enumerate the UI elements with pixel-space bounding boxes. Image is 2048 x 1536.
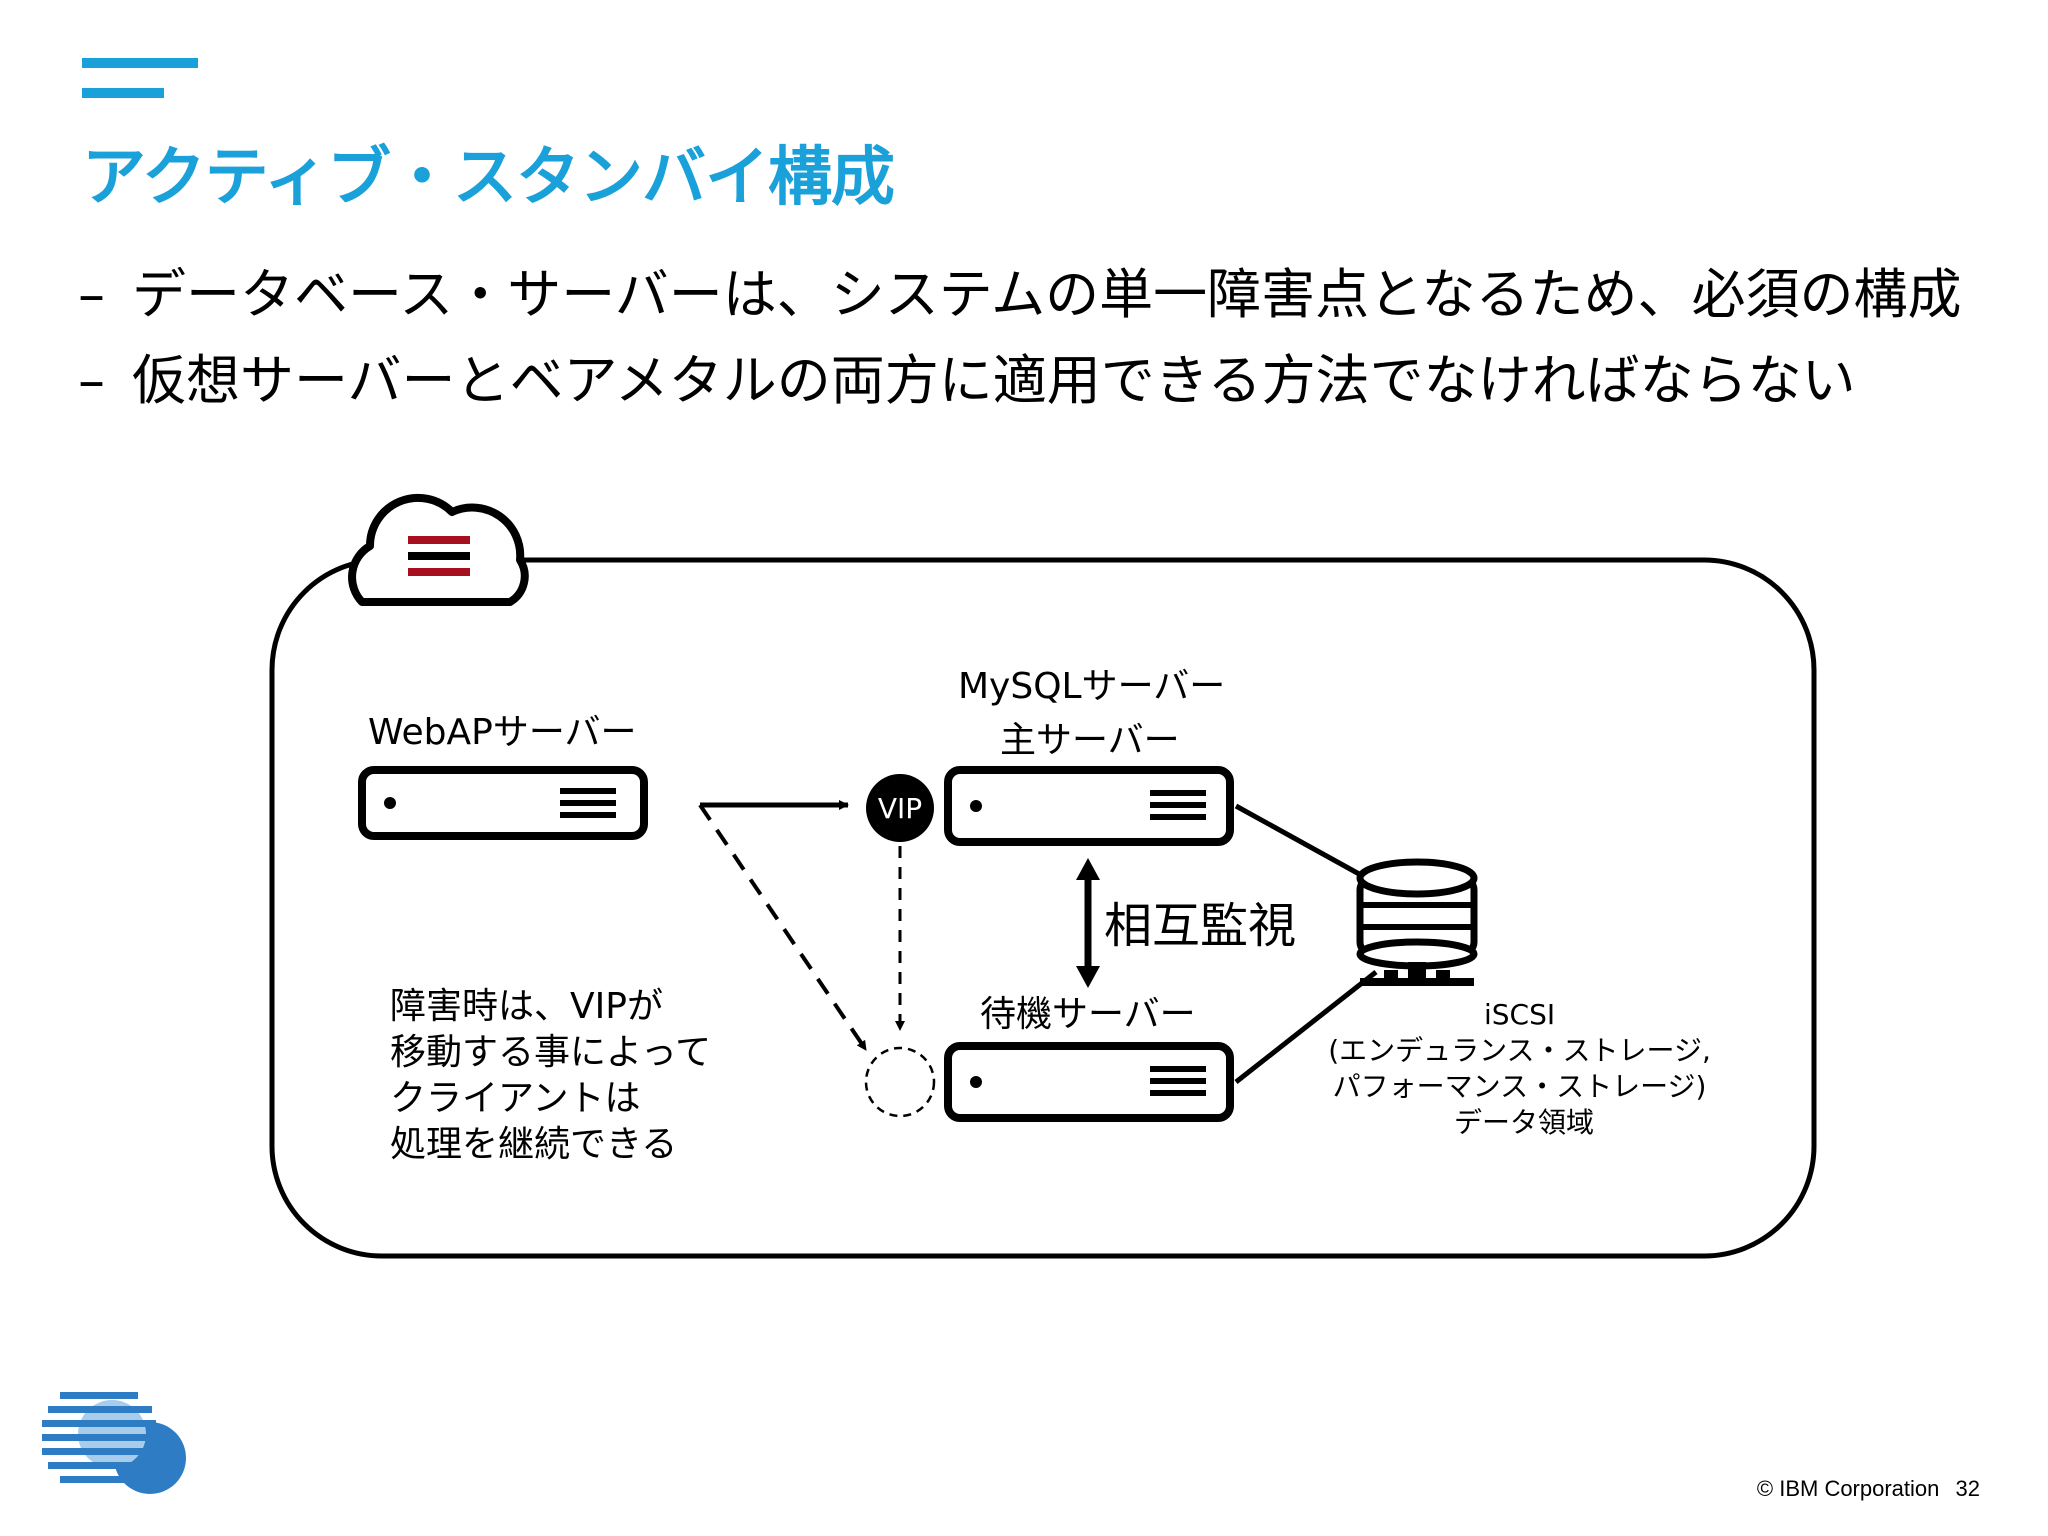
failover-note-line: 障害時は、VIPが: [390, 986, 663, 1027]
storage-label-line: iSCSI: [1484, 998, 1555, 1031]
standby-to-storage-line: [1234, 970, 1378, 1084]
bullet-2: –仮想サーバーとベアメタルの両方に適用できる方法でなければならない: [78, 336, 1856, 415]
mysql-server-label: MySQLサーバー: [958, 666, 1225, 707]
storage-label-line: パフォーマンス・ストレージ): [1333, 1070, 1707, 1103]
vip-label: VIP: [878, 792, 922, 825]
failover-note-line: クライアントは: [390, 1078, 641, 1119]
cloud-boundary: [269, 557, 1817, 1259]
primary-to-storage-line: [1234, 803, 1372, 883]
failover-note-line: 処理を継続できる: [390, 1124, 677, 1165]
database-icon: [1356, 858, 1478, 986]
failover-note-line: 移動する事によって: [390, 1032, 711, 1073]
storage-label-line: データ領域: [1454, 1106, 1594, 1139]
cloud-icon: [348, 493, 529, 606]
bullet-text: データベース・サーバーは、システムの単一障害点となるため、必須の構成: [132, 263, 1962, 326]
mutual-monitoring-label: 相互監視: [1104, 898, 1296, 954]
footer: © IBM Corporation 32: [1747, 1476, 1980, 1502]
standby-vip-placeholder: [864, 1046, 936, 1118]
webap-server-label: WebAPサーバー: [368, 712, 636, 753]
storage-label-line: (エンデュランス・ストレージ,: [1328, 1034, 1711, 1067]
storage-label: iSCSI (エンデュランス・ストレージ, パフォーマンス・ストレージ) データ…: [1328, 998, 1720, 1139]
standby-server-icon: [944, 1042, 1234, 1122]
bullet-marker: –: [78, 263, 105, 326]
ibm-cloud-logo: [42, 1392, 186, 1494]
failover-note: 障害時は、VIPが 移動する事によって クライアントは 処理を継続できる: [390, 986, 723, 1165]
standby-server-label: 待機サーバー: [980, 994, 1196, 1035]
bullet-text: 仮想サーバーとベアメタルの両方に適用できる方法でなければならない: [132, 349, 1856, 412]
page-number: 32: [1955, 1476, 1980, 1501]
primary-server-icon: [944, 766, 1234, 846]
copyright: © IBM Corporation: [1756, 1476, 1940, 1501]
slide-title: アクティブ・スタンバイ構成: [82, 141, 895, 215]
vip-node: VIP: [866, 774, 934, 842]
title-accent-bar-bottom: [82, 88, 164, 98]
webap-server-icon: [358, 766, 648, 840]
bullet-marker: –: [78, 349, 105, 412]
primary-server-label: 主サーバー: [1000, 720, 1180, 761]
title-accent-bar-top: [82, 58, 198, 68]
failover-dashed-arrow: [698, 803, 868, 1052]
bullet-1: –データベース・サーバーは、システムの単一障害点となるため、必須の構成: [78, 250, 1962, 329]
